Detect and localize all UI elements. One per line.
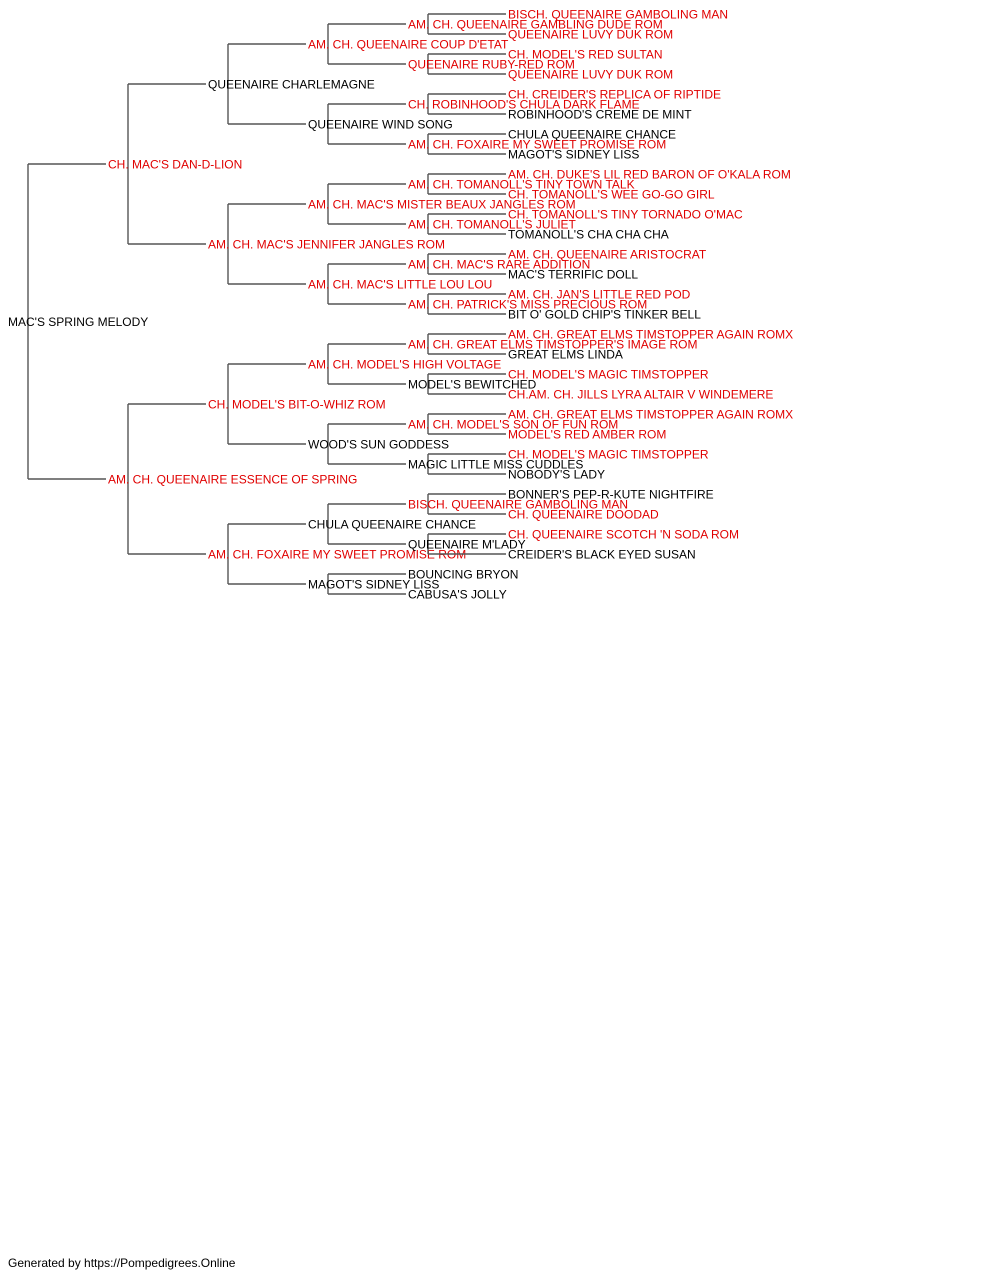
ancestor-am-ch-model-s-son-of-fun-rom[interactable]: AM. CH. MODEL'S SON OF FUN ROM — [408, 417, 618, 431]
ancestor-ch-creider-s-replica-of-riptide[interactable]: CH. CREIDER'S REPLICA OF RIPTIDE — [508, 87, 721, 101]
ancestor-model-s-red-amber-rom[interactable]: MODEL'S RED AMBER ROM — [508, 427, 666, 441]
ancestor-am-ch-patrick-s-miss-precious-rom[interactable]: AM. CH. PATRICK'S MISS PRECIOUS ROM — [408, 297, 647, 311]
ancestor-ch-tomanoll-s-wee-go-go-girl[interactable]: CH. TOMANOLL'S WEE GO-GO GIRL — [508, 187, 715, 201]
ancestor-am-ch-mac-s-mister-beaux-jangles-rom[interactable]: AM. CH. MAC'S MISTER BEAUX JANGLES ROM — [308, 197, 576, 211]
footer-credit: Generated by https://Pompedigrees.Online — [8, 1256, 236, 1270]
ancestor-mac-s-spring-melody[interactable]: MAC'S SPRING MELODY — [8, 315, 148, 329]
ancestor-bit-o-gold-chip-s-tinker-bell[interactable]: BIT O' GOLD CHIP'S TINKER BELL — [508, 307, 701, 321]
ancestor-bisch-queenaire-gamboling-man[interactable]: BISCH. QUEENAIRE GAMBOLING MAN — [508, 7, 728, 21]
ancestor-am-ch-duke-s-lil-red-baron-of-o-kala-rom[interactable]: AM. CH. DUKE'S LIL RED BARON OF O'KALA R… — [508, 167, 791, 181]
ancestor-ch-model-s-bit-o-whiz-rom[interactable]: CH. MODEL'S BIT-O-WHIZ ROM — [208, 397, 386, 411]
ancestor-ch-model-s-magic-timstopper[interactable]: CH. MODEL'S MAGIC TIMSTOPPER — [508, 367, 709, 381]
ancestor-queenaire-luvy-duk-rom[interactable]: QUEENAIRE LUVY DUK ROM — [508, 67, 673, 81]
ancestor-am-ch-queenaire-essence-of-spring[interactable]: AM. CH. QUEENAIRE ESSENCE OF SPRING — [108, 472, 357, 486]
ancestor-ch-mac-s-dan-d-lion[interactable]: CH. MAC'S DAN-D-LION — [108, 157, 242, 171]
ancestor-queenaire-luvy-duk-rom[interactable]: QUEENAIRE LUVY DUK ROM — [508, 27, 673, 41]
ancestor-queenaire-charlemagne[interactable]: QUEENAIRE CHARLEMAGNE — [208, 77, 375, 91]
ancestor-chula-queenaire-chance[interactable]: CHULA QUEENAIRE CHANCE — [308, 517, 476, 531]
ancestor-am-ch-great-elms-timstopper-again-romx[interactable]: AM. CH. GREAT ELMS TIMSTOPPER AGAIN ROMX — [508, 327, 793, 341]
ancestor-magot-s-sidney-liss[interactable]: MAGOT'S SIDNEY LISS — [308, 577, 439, 591]
ancestor-am-ch-foxaire-my-sweet-promise-rom[interactable]: AM. CH. FOXAIRE MY SWEET PROMISE ROM — [208, 547, 466, 561]
ancestor-bonner-s-pep-r-kute-nightfire[interactable]: BONNER'S PEP-R-KUTE NIGHTFIRE — [508, 487, 714, 501]
ancestor-robinhood-s-creme-de-mint[interactable]: ROBINHOOD'S CREME DE MINT — [508, 107, 692, 121]
ancestor-bouncing-bryon[interactable]: BOUNCING BRYON — [408, 567, 518, 581]
ancestor-ch-queenaire-doodad[interactable]: CH. QUEENAIRE DOODAD — [508, 507, 659, 521]
ancestor-am-ch-mac-s-jennifer-jangles-rom[interactable]: AM. CH. MAC'S JENNIFER JANGLES ROM — [208, 237, 445, 251]
ancestor-am-ch-great-elms-timstopper-again-romx[interactable]: AM. CH. GREAT ELMS TIMSTOPPER AGAIN ROMX — [508, 407, 793, 421]
ancestor-ch-am-ch-jills-lyra-altair-v-windemere[interactable]: CH.AM. CH. JILLS LYRA ALTAIR V WINDEMERE — [508, 387, 773, 401]
ancestor-creider-s-black-eyed-susan[interactable]: CREIDER'S BLACK EYED SUSAN — [508, 547, 696, 561]
ancestor-queenaire-wind-song[interactable]: QUEENAIRE WIND SONG — [308, 117, 453, 131]
ancestor-magic-little-miss-cuddles[interactable]: MAGIC LITTLE MISS CUDDLES — [408, 457, 583, 471]
ancestor-am-ch-mac-s-little-lou-lou[interactable]: AM. CH. MAC'S LITTLE LOU LOU — [308, 277, 492, 291]
ancestor-cabusa-s-jolly[interactable]: CABUSA'S JOLLY — [408, 587, 507, 601]
ancestor-am-ch-queenaire-gambling-dude-rom[interactable]: AM. CH. QUEENAIRE GAMBLING DUDE ROM — [408, 17, 663, 31]
ancestor-am-ch-foxaire-my-sweet-promise-rom[interactable]: AM. CH. FOXAIRE MY SWEET PROMISE ROM — [408, 137, 666, 151]
ancestor-queenaire-ruby-red-rom[interactable]: QUEENAIRE RUBY-RED ROM — [408, 57, 575, 71]
ancestor-am-ch-tomanoll-s-tiny-town-talk[interactable]: AM. CH. TOMANOLL'S TINY TOWN TALK — [408, 177, 635, 191]
ancestor-ch-model-s-red-sultan[interactable]: CH. MODEL'S RED SULTAN — [508, 47, 663, 61]
ancestor-ch-queenaire-scotch-n-soda-rom[interactable]: CH. QUEENAIRE SCOTCH 'N SODA ROM — [508, 527, 739, 541]
ancestor-am-ch-model-s-high-voltage[interactable]: AM. CH. MODEL'S HIGH VOLTAGE — [308, 357, 501, 371]
ancestor-nobody-s-lady[interactable]: NOBODY'S LADY — [508, 467, 605, 481]
ancestor-great-elms-linda[interactable]: GREAT ELMS LINDA — [508, 347, 623, 361]
ancestor-ch-model-s-magic-timstopper[interactable]: CH. MODEL'S MAGIC TIMSTOPPER — [508, 447, 709, 461]
ancestor-ch-tomanoll-s-tiny-tornado-o-mac[interactable]: CH. TOMANOLL'S TINY TORNADO O'MAC — [508, 207, 743, 221]
ancestor-am-ch-queenaire-aristocrat[interactable]: AM. CH. QUEENAIRE ARISTOCRAT — [508, 247, 707, 261]
ancestor-queenaire-m-lady[interactable]: QUEENAIRE M'LADY — [408, 537, 526, 551]
ancestor-mac-s-terrific-doll[interactable]: MAC'S TERRIFIC DOLL — [508, 267, 638, 281]
ancestor-wood-s-sun-goddess[interactable]: WOOD'S SUN GODDESS — [308, 437, 449, 451]
ancestor-am-ch-mac-s-rare-addition[interactable]: AM. CH. MAC'S RARE ADDITION — [408, 257, 590, 271]
ancestor-am-ch-queenaire-coup-d-etat[interactable]: AM. CH. QUEENAIRE COUP D'ETAT — [308, 37, 509, 51]
ancestor-model-s-bewitched[interactable]: MODEL'S BEWITCHED — [408, 377, 537, 391]
ancestor-tomanoll-s-cha-cha-cha[interactable]: TOMANOLL'S CHA CHA CHA — [508, 227, 669, 241]
ancestor-am-ch-tomanoll-s-juliet[interactable]: AM. CH. TOMANOLL'S JULIET — [408, 217, 577, 231]
ancestor-chula-queenaire-chance[interactable]: CHULA QUEENAIRE CHANCE — [508, 127, 676, 141]
ancestor-am-ch-jan-s-little-red-pod[interactable]: AM. CH. JAN'S LITTLE RED POD — [508, 287, 691, 301]
ancestor-am-ch-great-elms-timstopper-s-image-rom[interactable]: AM. CH. GREAT ELMS TIMSTOPPER'S IMAGE RO… — [408, 337, 697, 351]
ancestor-bisch-queenaire-gamboling-man[interactable]: BISCH. QUEENAIRE GAMBOLING MAN — [408, 497, 628, 511]
ancestor-ch-robinhood-s-chula-dark-flame[interactable]: CH. ROBINHOOD'S CHULA DARK FLAME — [408, 97, 640, 111]
ancestor-magot-s-sidney-liss[interactable]: MAGOT'S SIDNEY LISS — [508, 147, 639, 161]
